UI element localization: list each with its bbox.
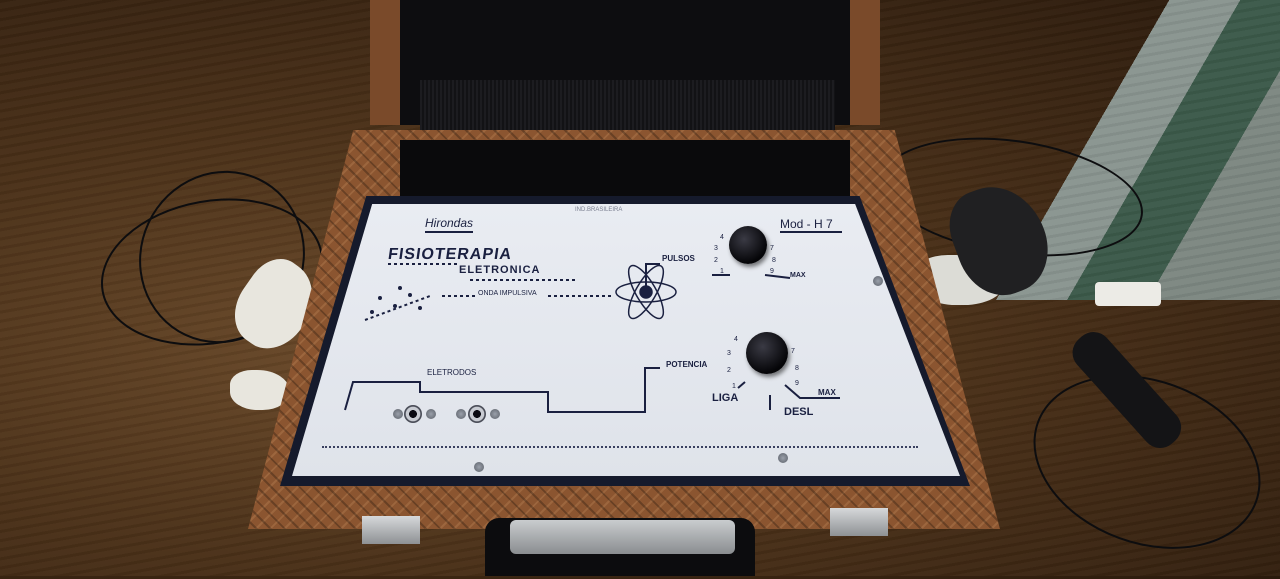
pulsos-scale-2: 2 bbox=[714, 257, 718, 264]
electrode-jack-2[interactable] bbox=[468, 405, 486, 423]
panel-screw bbox=[456, 409, 466, 419]
case-latch-right[interactable] bbox=[830, 508, 888, 536]
panel-screw bbox=[873, 276, 883, 286]
liga-label: LIGA bbox=[712, 392, 739, 404]
title-line-1: FISIOTERAPIA bbox=[386, 246, 514, 263]
panel-screw bbox=[778, 453, 788, 463]
potencia-scale-1: 1 bbox=[732, 383, 736, 390]
potencia-scale-3: 3 bbox=[727, 350, 731, 357]
panel-dotted-line bbox=[322, 446, 918, 448]
panel-screw bbox=[426, 409, 436, 419]
pulsos-knob[interactable] bbox=[729, 226, 767, 264]
potencia-scale-7: 7 bbox=[791, 348, 795, 355]
pulsos-scale-3: 3 bbox=[714, 245, 718, 252]
potencia-label: POTENCIA bbox=[666, 360, 708, 369]
panel-screw bbox=[474, 462, 484, 472]
right-electrode-strap bbox=[1095, 282, 1161, 306]
brand-label: Hirondas bbox=[425, 216, 474, 233]
potencia-knob[interactable] bbox=[746, 332, 788, 374]
pulsos-scale-8: 8 bbox=[772, 257, 776, 264]
case-handle[interactable] bbox=[510, 520, 735, 554]
pulsos-max-label: MAX bbox=[790, 272, 806, 279]
device-panel bbox=[292, 204, 960, 476]
potencia-scale-8: 8 bbox=[795, 365, 799, 372]
pulsos-scale-1: 1 bbox=[720, 268, 724, 275]
potencia-max-label: MAX bbox=[818, 388, 836, 397]
electrode-jack-1[interactable] bbox=[404, 405, 422, 423]
left-electrode-pad-2 bbox=[230, 370, 290, 410]
origin-mark: IND.BRASILEIRA bbox=[575, 207, 623, 213]
pulsos-label: PULSOS bbox=[662, 254, 695, 263]
onda-label: ONDA IMPULSIVA bbox=[478, 290, 537, 297]
desl-label: DESL bbox=[784, 406, 814, 418]
panel-screw bbox=[393, 409, 403, 419]
atom-icon bbox=[615, 264, 677, 320]
potencia-scale-9: 9 bbox=[795, 380, 799, 387]
star-burst-icon bbox=[370, 286, 422, 314]
potencia-scale-2: 2 bbox=[727, 367, 731, 374]
title-line-2: ELETRONICA bbox=[459, 264, 541, 276]
pulsos-scale-9: 9 bbox=[770, 268, 774, 275]
pulsos-scale-7: 7 bbox=[770, 245, 774, 252]
eletrodos-label: ELETRODOS bbox=[427, 368, 477, 377]
case-latch-left[interactable] bbox=[362, 516, 420, 544]
model-label: Mod - H 7 bbox=[780, 217, 842, 233]
potencia-scale-4: 4 bbox=[734, 336, 738, 343]
pulsos-scale-4: 4 bbox=[720, 234, 724, 241]
panel-screw bbox=[490, 409, 500, 419]
